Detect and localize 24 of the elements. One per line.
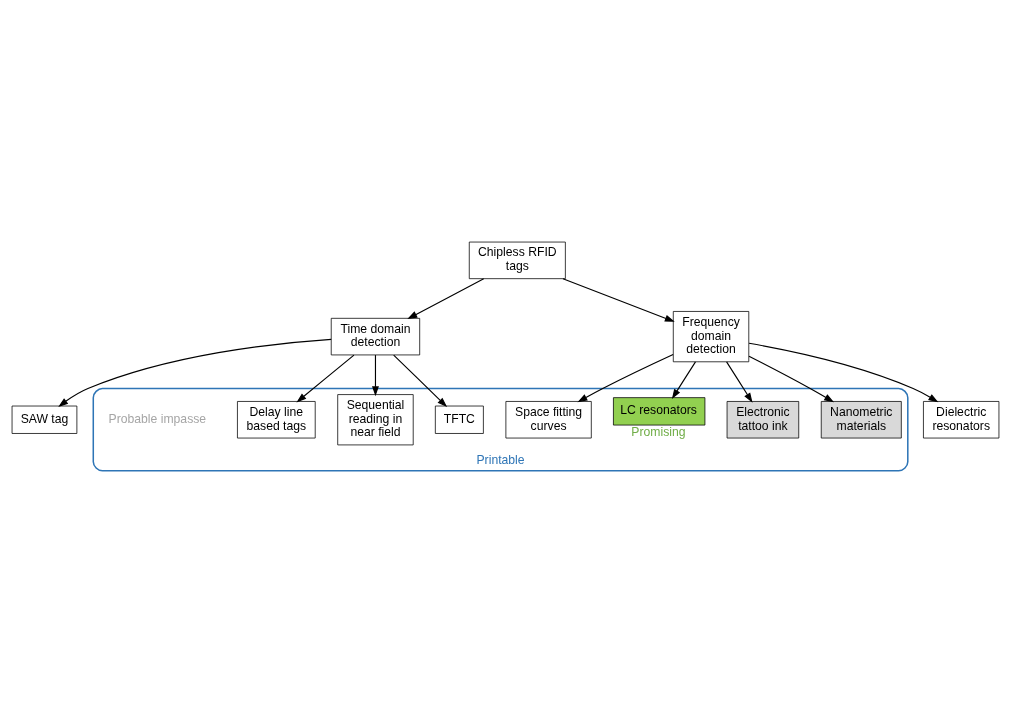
node-box: Chipless RFID tags [468,241,566,279]
arrow [393,354,448,407]
node-box: TFTC [434,405,484,434]
node-box: Sequential reading in near field [337,393,414,445]
node-box: Dielectric resonators [923,400,1000,438]
arrow [748,342,939,402]
arrow [577,353,674,402]
arrow [562,277,675,322]
arrow [58,338,332,407]
node-label: Promising [631,424,686,439]
node-box: Nanometric materials [820,400,902,438]
node-box: Delay line based tags [237,400,316,438]
label: Probable impasse [108,411,207,426]
arrow [671,360,697,399]
node-box: Electronic tattoo ink [726,400,800,438]
node-box: Frequency domain detection [672,310,750,362]
arrow [726,360,753,403]
arrow [407,277,485,319]
arrow [372,354,379,396]
arrow [296,354,355,402]
arrow [748,355,835,402]
node-box: Time domain detection [330,317,421,355]
node-box: SAW tag [11,405,78,434]
node-box: Space fitting curves [505,400,592,438]
